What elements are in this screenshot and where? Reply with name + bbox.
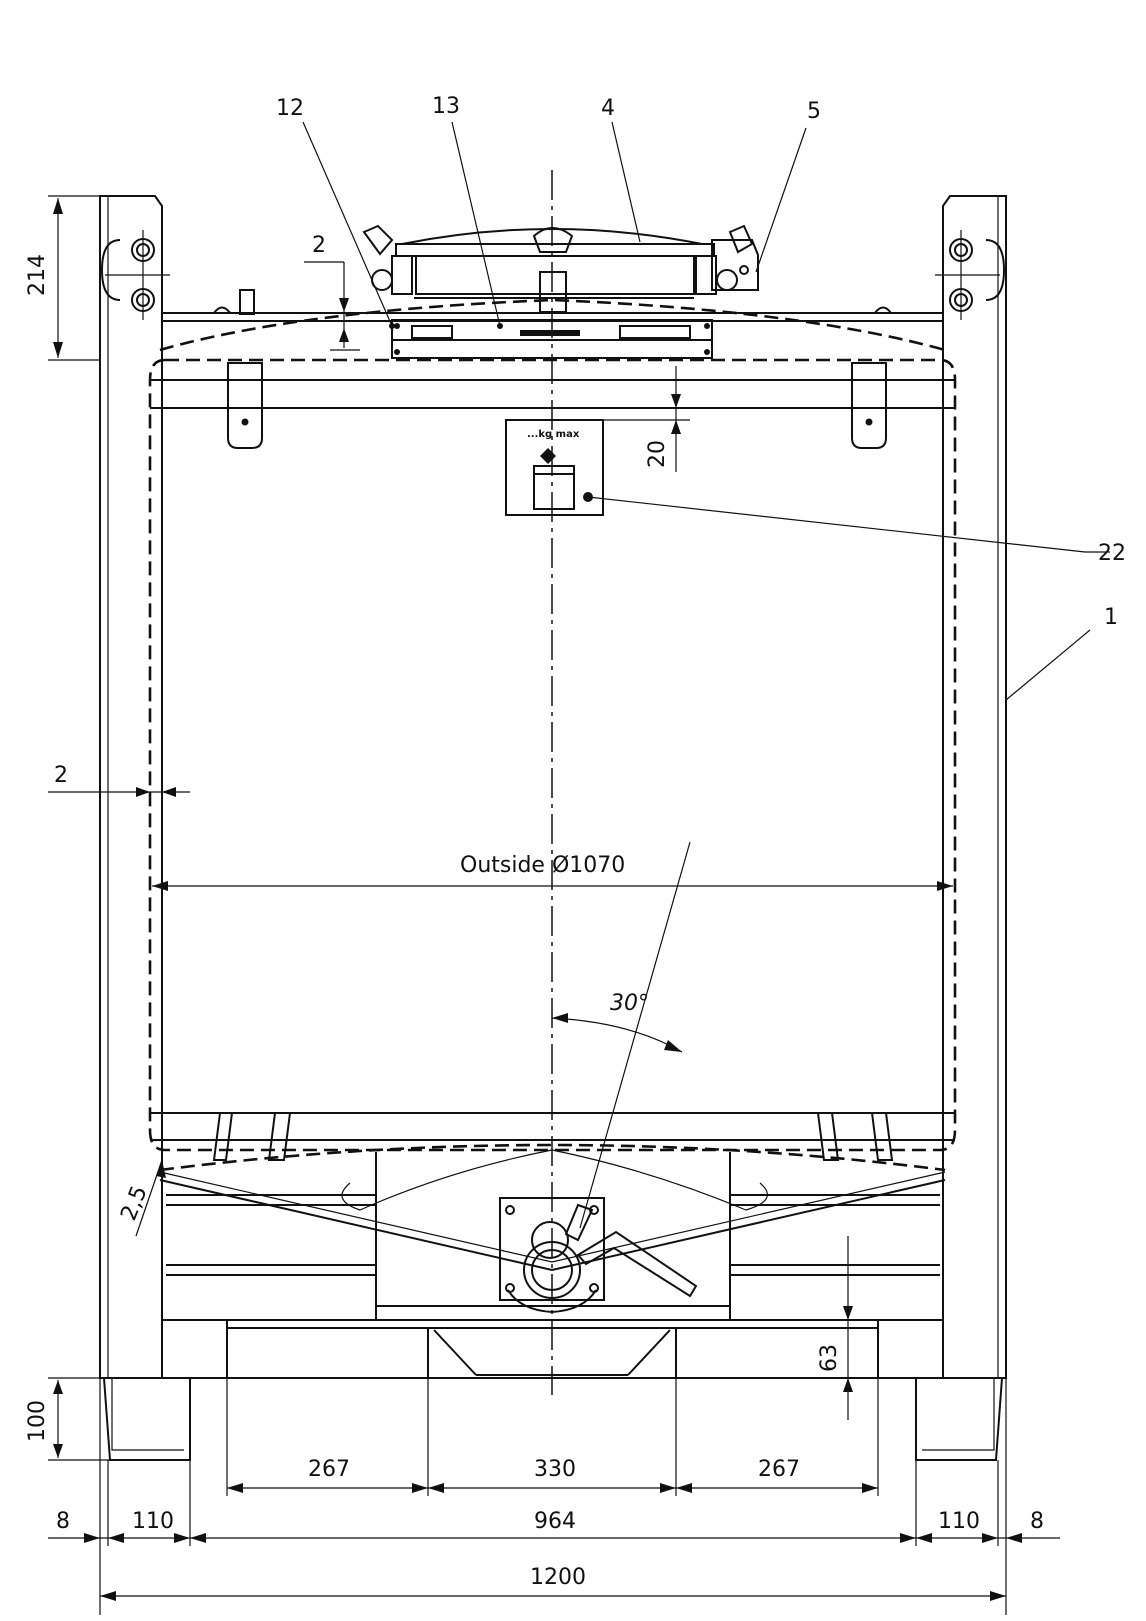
callout-leaders — [302, 121, 1110, 701]
callout-13: 13 — [432, 94, 460, 119]
dim-frame-top-height: 214 — [25, 254, 50, 296]
lifting-lug-left — [227, 362, 263, 449]
dim-outside-diameter: Outside Ø1070 — [460, 853, 625, 878]
dim-outside-diameter-lines — [152, 881, 953, 891]
dim-bottom-gap-lines — [135, 1159, 166, 1237]
dim-wall-gap: 2 — [54, 763, 68, 788]
frame-right-post — [942, 195, 1007, 1379]
dim-lid-gap-lines — [304, 261, 360, 351]
dim-span-right: 267 — [758, 1457, 800, 1482]
tank-bottom-cone — [159, 1143, 946, 1272]
dim-foot-right: 110 — [938, 1509, 980, 1534]
dim-inner-width: 964 — [534, 1509, 576, 1534]
dim-overall-width-lines — [100, 1591, 1006, 1601]
dim-label-offset-lines — [603, 366, 690, 472]
pallet-base — [161, 1319, 944, 1379]
label-plate: ...kg max — [505, 419, 604, 516]
lifting-lug-right — [851, 362, 887, 449]
dim-frame-top-lines — [48, 195, 100, 361]
dim-overall-width: 1200 — [530, 1565, 586, 1590]
dim-foot-height: 100 — [25, 1400, 50, 1442]
label-plate-text: ...kg max — [527, 429, 580, 440]
callout-4: 4 — [601, 96, 615, 121]
dim-pallet-clearance-lines — [843, 1236, 853, 1420]
pallet-feet-inner — [212, 1112, 894, 1161]
bottom-outlet-frame — [166, 1149, 940, 1320]
dim-bottom-gap: 2,5 — [116, 1182, 152, 1224]
callout-5: 5 — [807, 99, 821, 124]
corner-feet — [102, 1377, 1004, 1461]
dim-span-lines — [227, 1483, 878, 1493]
dim-lid-gap: 2 — [312, 233, 326, 258]
callout-12: 12 — [276, 96, 304, 121]
dim-foot-height-lines — [48, 1377, 110, 1461]
dim-edge-right: 8 — [1030, 1509, 1044, 1534]
dim-width-row-lines — [48, 1533, 1060, 1543]
dim-label-offset: 20 — [645, 440, 670, 468]
vent-fittings — [213, 289, 892, 315]
dim-pallet-clearance: 63 — [817, 1344, 842, 1372]
dim-span-left: 267 — [308, 1457, 350, 1482]
dim-outlet-angle: 30° — [610, 991, 649, 1016]
callout-1: 1 — [1104, 605, 1118, 630]
dim-edge-left: 8 — [56, 1509, 70, 1534]
dim-wall-gap-lines — [48, 787, 190, 797]
outlet-valve — [499, 1197, 698, 1314]
corner-bolts — [105, 230, 1000, 320]
dim-outlet-angle-lines — [551, 841, 691, 1229]
dim-foot-left: 110 — [132, 1509, 174, 1534]
dim-span-middle: 330 — [534, 1457, 576, 1482]
dim-extension-lines — [99, 1378, 1007, 1615]
callout-22: 22 — [1098, 541, 1126, 566]
